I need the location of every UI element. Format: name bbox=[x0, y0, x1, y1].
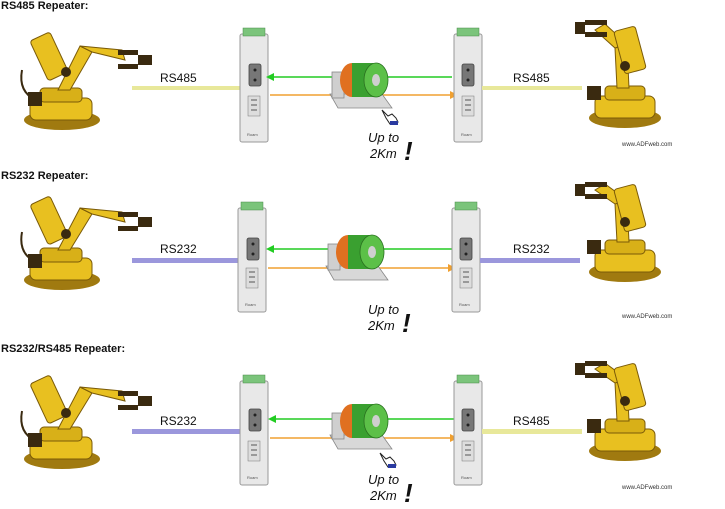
din-rail-repeater-icon: Roam bbox=[239, 27, 269, 143]
din-rail-repeater-icon: Roam bbox=[453, 27, 483, 143]
din-rail-repeater-icon: Roam bbox=[451, 201, 481, 313]
exclaim-mark: ! bbox=[402, 308, 411, 338]
distance-line2: 2Km bbox=[369, 488, 397, 503]
din-rail-repeater-icon: Roam bbox=[453, 374, 483, 486]
right-bus-line bbox=[480, 258, 580, 263]
distance-line1: Up to bbox=[368, 472, 399, 487]
robot-arm-icon bbox=[575, 182, 661, 282]
website-label: www.ADFweb.com bbox=[621, 314, 672, 320]
left-bus-line bbox=[132, 86, 240, 90]
left-protocol-label: RS232 bbox=[160, 242, 197, 256]
left-protocol-label: RS232 bbox=[160, 414, 197, 428]
left-bus-line bbox=[132, 258, 240, 263]
diagram-rs232-rs485: RS232 Roam Up to 2Km ! bbox=[20, 361, 672, 508]
right-protocol-label: RS485 bbox=[513, 414, 550, 428]
device-brand: Roam bbox=[245, 302, 256, 307]
diagram-rs485: RS485 Roam Up t bbox=[20, 20, 672, 166]
device-brand: Roam bbox=[459, 302, 470, 307]
pointing-hand-icon bbox=[381, 109, 399, 125]
right-bus-line bbox=[482, 86, 582, 90]
diagram-rs232: RS232 Roam Up to 2Km ! bbox=[20, 182, 672, 338]
fiber-spool-icon bbox=[329, 62, 393, 109]
panel-rs485-repeater: RS485 Repeater: RS485 bbox=[0, 0, 725, 166]
exclaim-mark: ! bbox=[404, 478, 413, 508]
distance-line1: Up to bbox=[368, 130, 399, 145]
panel-title: RS232/RS485 Repeater: bbox=[1, 343, 126, 355]
green-arrow-head bbox=[266, 245, 274, 253]
right-protocol-label: RS232 bbox=[513, 242, 550, 256]
fiber-spool-icon bbox=[329, 403, 393, 450]
right-bus-line bbox=[482, 429, 582, 434]
distance-line2: 2Km bbox=[367, 318, 395, 333]
panel-title: RS485 Repeater: bbox=[1, 0, 89, 12]
right-protocol-label: RS485 bbox=[513, 71, 550, 85]
exclaim-mark: ! bbox=[404, 136, 413, 166]
panel-title: RS232 Repeater: bbox=[1, 170, 89, 182]
website-label: www.ADFweb.com bbox=[621, 142, 672, 148]
fiber-spool-icon bbox=[325, 234, 389, 281]
green-arrow-head bbox=[266, 73, 274, 81]
left-protocol-label: RS485 bbox=[160, 71, 197, 85]
device-brand: Roam bbox=[461, 475, 472, 480]
pointing-hand-icon bbox=[379, 452, 397, 468]
robot-arm-icon bbox=[20, 196, 152, 290]
device-brand: Roam bbox=[247, 132, 258, 137]
device-brand: Roam bbox=[247, 475, 258, 480]
green-arrow-head bbox=[268, 415, 276, 423]
robot-arm-icon bbox=[575, 20, 661, 128]
din-rail-repeater-icon: Roam bbox=[239, 374, 269, 486]
distance-line1: Up to bbox=[368, 302, 399, 317]
device-brand: Roam bbox=[461, 132, 472, 137]
robot-arm-icon bbox=[20, 32, 152, 130]
din-rail-repeater-icon: Roam bbox=[237, 201, 267, 313]
website-label: www.ADFweb.com bbox=[621, 485, 672, 491]
robot-arm-icon bbox=[575, 361, 661, 461]
panel-rs232-rs485-repeater: RS232/RS485 Repeater: RS232 Roam bbox=[0, 343, 725, 509]
panel-rs232-repeater: RS232 Repeater: RS232 Roam bbox=[0, 170, 725, 340]
left-bus-line bbox=[132, 429, 240, 434]
robot-arm-icon bbox=[20, 375, 152, 469]
distance-line2: 2Km bbox=[369, 146, 397, 161]
